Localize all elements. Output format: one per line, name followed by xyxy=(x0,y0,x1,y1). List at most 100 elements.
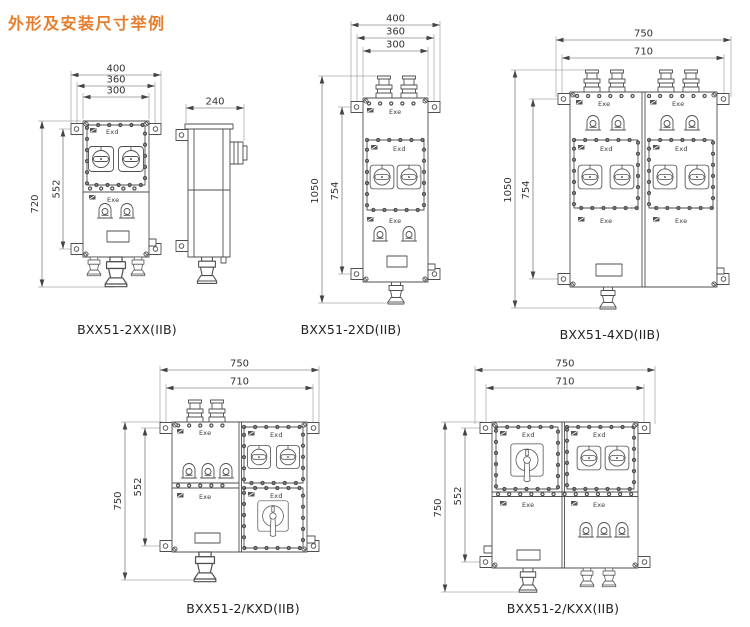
compartment-label: Exe xyxy=(389,108,401,116)
mount-tab xyxy=(557,273,571,285)
cable-gland xyxy=(196,256,218,284)
dims-left: 720 552 xyxy=(30,120,114,288)
compartment-label: Exe xyxy=(199,493,211,501)
dim-mount-height: 552 xyxy=(453,486,464,505)
dim-mount-height: 552 xyxy=(133,477,144,496)
cable-gland xyxy=(130,256,146,277)
no-touch-icon xyxy=(652,216,660,222)
no-touch-icon xyxy=(370,144,378,150)
mount-tab xyxy=(557,93,571,105)
ground-lug xyxy=(427,263,436,271)
no-touch-icon xyxy=(577,144,585,150)
drawing-bxx51-2kxd-svg: 750 710 750 552 Exe Exe Exd xyxy=(113,359,320,583)
mount-tab xyxy=(306,422,320,434)
cable-gland xyxy=(518,567,538,593)
dims-top: 750 710 xyxy=(555,29,732,97)
compartment-label: Exd xyxy=(270,492,283,500)
nameplate xyxy=(595,263,623,277)
cable-gland xyxy=(599,286,617,310)
dims-top: 400 360 300 xyxy=(350,14,441,105)
rotary-switch-dial xyxy=(576,445,602,471)
handle-switch xyxy=(257,500,289,537)
drawing-bxx51-2xx-svg: 400 360 300 720 552 Exd Exe xyxy=(30,64,248,288)
ground-lug xyxy=(716,267,725,275)
drawing-bxx51-2kxx-svg: 750 710 750 552 Exd Exd Exe Exe xyxy=(433,359,656,593)
rotary-switch-dial xyxy=(369,164,395,190)
exd-compartment xyxy=(648,139,714,209)
dim-height: 750 xyxy=(433,498,444,517)
enclosure-body xyxy=(362,97,429,283)
ground-lug xyxy=(483,545,493,554)
compartment-label: Exd xyxy=(106,128,119,136)
drawing-bxx51-2xx: 400 360 300 720 552 Exd Exe xyxy=(30,55,275,317)
mount-tab xyxy=(159,540,173,552)
compartment-label: Exd xyxy=(393,145,406,153)
mount-tab xyxy=(175,240,189,252)
page-title: 外形及安装尺寸举例 xyxy=(8,14,166,33)
plug-connector xyxy=(186,399,204,423)
mount-tab xyxy=(350,268,364,280)
compartment-label: Exe xyxy=(598,100,610,108)
no-touch-icon xyxy=(176,492,184,498)
mount-tab xyxy=(159,422,173,434)
no-touch-icon xyxy=(366,107,374,113)
handle-switch xyxy=(510,443,544,483)
dim-mount-width: 710 xyxy=(634,47,653,58)
compartment-label: Exe xyxy=(107,196,119,204)
compartment-label: Exd xyxy=(600,145,613,153)
no-touch-icon xyxy=(652,144,660,150)
nameplate xyxy=(386,255,408,268)
front-view: Exd Exe xyxy=(70,120,162,288)
rotary-switch-dial xyxy=(118,146,144,172)
mount-tab xyxy=(148,123,162,135)
rotary-switch-dial xyxy=(247,445,271,469)
rotary-switch-dial xyxy=(276,445,300,469)
no-touch-icon xyxy=(366,216,374,222)
dims-left: 1050 754 xyxy=(310,75,394,304)
no-touch-icon xyxy=(499,430,507,436)
no-touch-icon xyxy=(577,216,585,222)
compartment-label: Exd xyxy=(675,145,688,153)
exd-compartment xyxy=(243,487,304,549)
dims-top: 750 710 xyxy=(474,359,656,424)
drawing-bxx51-2xd-svg: 400 360 300 1050 754 Exe Exd Exe xyxy=(310,14,441,305)
dim-height: 720 xyxy=(30,194,41,213)
no-touch-icon xyxy=(570,430,578,436)
dim-mid-width: 360 xyxy=(106,75,125,86)
rotary-switch-dial xyxy=(652,164,678,190)
dim-depth: 240 xyxy=(205,97,224,108)
no-touch-icon xyxy=(88,194,96,200)
front-view: Exd Exd Exe Exe xyxy=(479,421,651,593)
mount-tab xyxy=(350,101,364,113)
dim-height: 1050 xyxy=(503,177,514,202)
plug-connector xyxy=(682,69,700,93)
dim-mid-width: 360 xyxy=(386,27,405,38)
dim-mount-height: 552 xyxy=(52,179,63,198)
mount-tab xyxy=(70,123,84,135)
cable-gland xyxy=(601,567,617,588)
no-touch-icon xyxy=(247,491,255,497)
dim-outer-width: 750 xyxy=(634,29,653,40)
exd-compartment xyxy=(86,124,146,186)
no-touch-icon xyxy=(247,430,255,436)
front-view: Exe Exe Exd Exd xyxy=(159,399,320,583)
plug-connector xyxy=(400,75,418,99)
dims-top: 400 360 300 xyxy=(70,64,162,127)
rotary-switch-dial xyxy=(396,164,422,190)
enclosure-body xyxy=(82,120,150,258)
drawing-bxx51-2kxd: 750 710 750 552 Exe Exe Exd xyxy=(105,358,365,593)
drawing-bxx51-2xd: 400 360 300 1050 754 Exe Exd Exe xyxy=(305,8,470,313)
plug-connector xyxy=(657,69,675,93)
rotary-switch-dial xyxy=(604,445,630,471)
rotary-switch-dial xyxy=(684,164,710,190)
dims-left: 750 552 xyxy=(433,421,523,593)
exd-compartment xyxy=(495,426,559,490)
dim-height: 750 xyxy=(113,491,124,510)
ground-lug xyxy=(148,238,157,247)
dim-mount-width: 710 xyxy=(555,377,574,388)
dim-outer-width: 400 xyxy=(106,64,125,75)
rotary-switch-dial xyxy=(577,164,603,190)
compartment-label: Exd xyxy=(522,431,535,439)
cable-gland xyxy=(193,551,217,583)
plug-connector xyxy=(208,399,226,423)
